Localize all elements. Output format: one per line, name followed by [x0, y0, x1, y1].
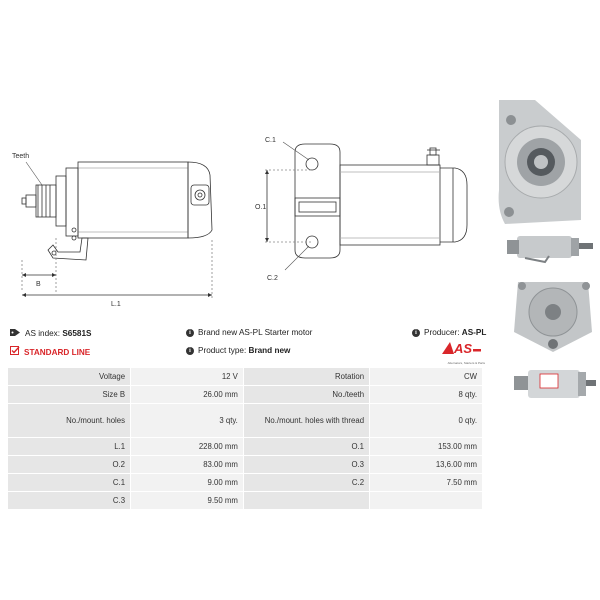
- spec-key: O.2: [6, 455, 132, 474]
- spec-key: Voltage: [6, 367, 132, 386]
- as-index-value: S6581S: [62, 329, 92, 338]
- producer-row: i Producer: AS-PL: [412, 328, 486, 337]
- spec-value: 9.50 mm: [130, 491, 244, 510]
- b-dimension-label: B: [36, 281, 41, 288]
- brand-new-row: i Brand new AS-PL Starter motor: [186, 328, 312, 337]
- front-view-drawing: C.1 O.1 C.2: [255, 137, 468, 282]
- spec-value: 7.50 mm: [369, 473, 483, 492]
- spec-value: 9.00 mm: [130, 473, 244, 492]
- spec-value: 0 qty.: [369, 403, 483, 438]
- producer-label: Producer:: [424, 328, 460, 337]
- spec-value: 8 qty.: [369, 385, 483, 404]
- spec-value: 13,6.00 mm: [369, 455, 483, 474]
- product-type-label: Product type:: [198, 346, 247, 355]
- standard-line-label: STANDARD LINE: [24, 347, 91, 357]
- spec-key: O.3: [242, 455, 371, 474]
- spec-value: [369, 491, 483, 510]
- spec-value: CW: [369, 367, 483, 386]
- table-row: L.1 228.00 mm O.1 153.00 mm: [6, 437, 483, 456]
- brand-new-text: Brand new AS-PL Starter motor: [198, 328, 313, 337]
- l1-dimension-label: L.1: [111, 301, 121, 308]
- spec-key-text: No./mount. holes with thread: [264, 416, 365, 425]
- producer-value: AS-PL: [461, 328, 487, 337]
- spec-key: No./teeth: [242, 385, 371, 404]
- product-photo-rear[interactable]: [508, 272, 598, 354]
- checkbox-icon: [10, 346, 20, 358]
- c2-dimension-label: C.2: [267, 275, 278, 282]
- spec-key: C.2: [242, 473, 371, 492]
- table-row: No./mount. holes 3 qty. No./mount. holes…: [6, 403, 483, 438]
- product-type-row: i Product type: Brand new: [186, 346, 290, 355]
- table-row: C.3 9.50 mm: [6, 491, 483, 510]
- tag-icon: [10, 328, 21, 339]
- spec-value: 228.00 mm: [130, 437, 244, 456]
- info-icon: i: [412, 328, 420, 337]
- spec-key: O.1: [242, 437, 371, 456]
- c1-dimension-label: C.1: [265, 137, 276, 144]
- table-row: C.1 9.00 mm C.2 7.50 mm: [6, 473, 483, 492]
- info-icon: i: [186, 328, 194, 337]
- product-photo-side[interactable]: [505, 228, 600, 268]
- product-photo-label[interactable]: [510, 358, 598, 410]
- side-view-drawing: Teeth B L.1: [12, 153, 213, 308]
- spec-key: L.1: [6, 437, 132, 456]
- spec-key: [242, 491, 371, 510]
- product-photo-front[interactable]: [495, 100, 587, 230]
- spec-key: C.1: [6, 473, 132, 492]
- spec-key: Size B: [6, 385, 132, 404]
- spec-value: 26.00 mm: [130, 385, 244, 404]
- as-pl-logo: AS Alternators, Starters & Parts: [440, 340, 485, 365]
- spec-key: C.3: [6, 491, 132, 510]
- spec-value: 153.00 mm: [369, 437, 483, 456]
- info-icon: i: [186, 346, 194, 355]
- table-row: O.2 83.00 mm O.3 13,6.00 mm: [6, 455, 483, 474]
- logo-tagline: Alternators, Starters & Parts: [447, 361, 485, 365]
- spec-key: Rotation: [242, 367, 371, 386]
- standard-line-row: STANDARD LINE: [10, 346, 90, 358]
- table-row: Size B 26.00 mm No./teeth 8 qty.: [6, 385, 483, 404]
- teeth-label: Teeth: [12, 153, 29, 160]
- as-index-label: AS index:: [25, 329, 61, 338]
- spec-value: 3 qty.: [130, 403, 244, 438]
- product-type-value: Brand new: [248, 346, 291, 355]
- as-index-row: AS index: S6581S: [10, 328, 91, 339]
- spec-table: Voltage 12 V Rotation CW Size B 26.00 mm…: [6, 367, 483, 510]
- spec-value: 83.00 mm: [130, 455, 244, 474]
- spec-value: 12 V: [130, 367, 244, 386]
- spec-key: No./mount. holes: [6, 403, 132, 438]
- spec-key: No./mount. holes with thread: [242, 403, 371, 438]
- table-row: Voltage 12 V Rotation CW: [6, 367, 483, 386]
- logo-mark: AS: [453, 341, 472, 356]
- o1-dimension-label: O.1: [255, 204, 266, 211]
